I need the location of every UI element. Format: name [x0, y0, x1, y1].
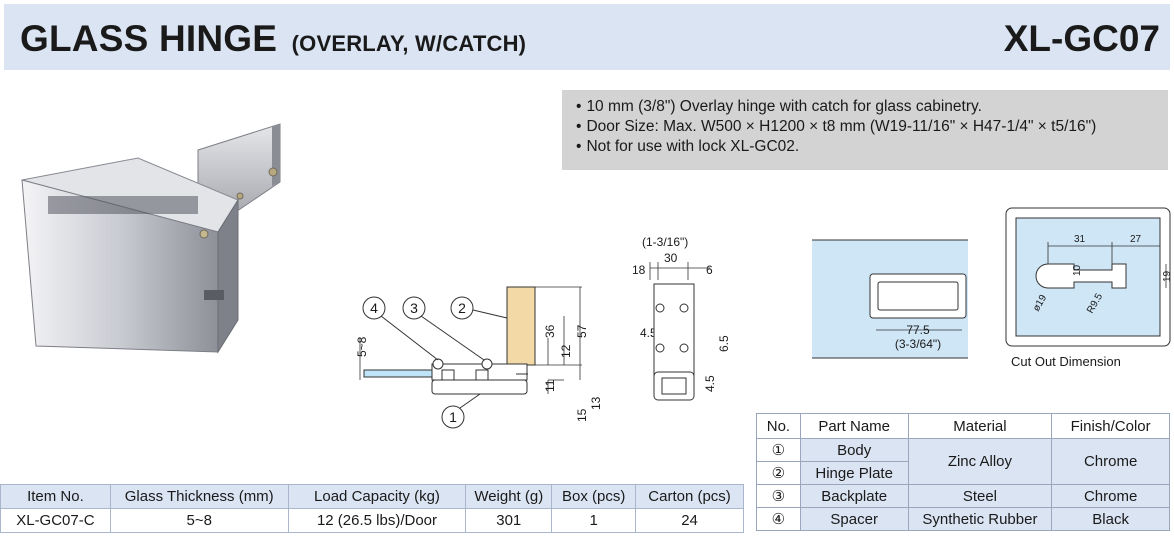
feature-item: 10 mm (3/8") Overlay hinge with catch fo… [576, 97, 1168, 117]
dim-glass-thickness: 5~8 [355, 336, 369, 357]
dim-11: 11 [543, 379, 557, 392]
side-section-drawing: 4 3 2 1 5~8 36 12 57 11 15 13 [355, 286, 600, 429]
dim-6: 6 [706, 263, 713, 277]
table-header-row: Item No. Glass Thickness (mm) Load Capac… [0, 484, 744, 509]
dim-13: 13 [589, 396, 600, 410]
cell-load-capacity: 12 (26.5 lbs)/Door [287, 508, 467, 533]
page-subtitle: (OVERLAY, W/CATCH) [291, 31, 527, 56]
cell-item-no: XL-GC07-C [0, 508, 111, 533]
dim-width-inch: (1-3/16") [642, 235, 688, 249]
title-text: GLASS HINGE [20, 18, 278, 59]
dim-4-5-bottom: 4.5 [703, 375, 717, 392]
dim-19: 19 [1162, 270, 1172, 282]
glass-panel-shape [363, 369, 433, 378]
front-view-drawing: (1-3/16") 18 30 6 4.5 6.5 4.5 [632, 235, 731, 401]
cell-no: ② [756, 461, 801, 485]
cell-part-name: Spacer [799, 507, 909, 531]
col-carton: Carton (pcs) [635, 484, 744, 509]
item-spec-table: Item No. Glass Thickness (mm) Load Capac… [0, 484, 744, 533]
table-header-row: No. Part Name Material Finish/Color [756, 413, 1170, 439]
cell-finish: Black [1051, 507, 1170, 531]
col-material: Material [907, 413, 1053, 439]
callout-2 [450, 296, 474, 320]
table-row: ④ Spacer Synthetic Rubber Black [756, 507, 1170, 531]
cell-box: 1 [551, 508, 637, 533]
col-finish: Finish/Color [1051, 413, 1170, 439]
col-part-name: Part Name [799, 413, 909, 439]
cell-no: ③ [756, 484, 801, 508]
cutout-drawing: 31 27 10 19 ø19 R9.5 [1005, 207, 1172, 347]
callout-2-label: 2 [458, 300, 466, 316]
cell-material: Steel [907, 484, 1053, 508]
parts-table: No. Part Name Material Finish/Color ① Bo… [756, 413, 1170, 531]
dim-15: 15 [575, 408, 589, 422]
callout-4-label: 4 [370, 300, 378, 316]
feature-item: Door Size: Max. W500 × H1200 × t8 mm (W1… [576, 117, 1168, 137]
feature-item: Not for use with lock XL-GC02. [576, 137, 1168, 157]
backplate-shape [506, 286, 536, 366]
callout-3 [402, 296, 426, 320]
cell-no: ④ [756, 507, 801, 531]
glass-topview-drawing: 77.5 (3-3/64") [812, 239, 968, 359]
dim-36: 36 [543, 324, 557, 338]
cell-finish: Chrome [1051, 484, 1170, 508]
dim-12: 12 [559, 344, 573, 358]
table-row: XL-GC07-C 5~8 12 (26.5 lbs)/Door 301 1 2… [0, 508, 744, 533]
cell-finish: Chrome [1051, 438, 1170, 485]
col-glass-thickness: Glass Thickness (mm) [109, 484, 289, 509]
col-box: Box (pcs) [551, 484, 637, 509]
product-photo [21, 123, 281, 354]
callout-3-label: 3 [410, 300, 418, 316]
header-banner: GLASS HINGE (OVERLAY, W/CATCH) XL-GC07 [4, 4, 1170, 70]
col-load-capacity: Load Capacity (kg) [287, 484, 467, 509]
dim-6-5: 6.5 [717, 335, 731, 352]
cell-carton: 24 [635, 508, 744, 533]
cell-part-name: Body [799, 438, 909, 462]
dim-30: 30 [664, 251, 678, 265]
cutout-label: Cut Out Dimension [1011, 354, 1121, 369]
dim-77-5-inch: (3-3/64") [895, 337, 941, 351]
callout-4 [362, 296, 386, 320]
cell-material: Zinc Alloy [907, 438, 1053, 485]
page-title: GLASS HINGE (OVERLAY, W/CATCH) [20, 18, 526, 60]
dim-4-5-top: 4.5 [640, 326, 657, 340]
table-row: ③ Backplate Steel Chrome [756, 484, 1170, 508]
col-item-no: Item No. [0, 484, 111, 509]
dim-27: 27 [1130, 234, 1142, 245]
features-box: 10 mm (3/8") Overlay hinge with catch fo… [562, 90, 1168, 170]
cell-glass-thickness: 5~8 [109, 508, 289, 533]
cell-part-name: Hinge Plate [799, 461, 909, 485]
col-weight: Weight (g) [465, 484, 553, 509]
callout-1-label: 1 [449, 409, 457, 425]
cell-no: ① [756, 438, 801, 462]
dim-77-5: 77.5 [906, 323, 930, 337]
dim-18: 18 [632, 263, 646, 277]
cell-part-name: Backplate [799, 484, 909, 508]
col-no: No. [756, 413, 801, 439]
table-row: ② Hinge Plate [756, 461, 1170, 485]
dim-10: 10 [1072, 264, 1083, 276]
cell-material: Synthetic Rubber [907, 507, 1053, 531]
cell-weight: 301 [465, 508, 553, 533]
table-row: ① Body Zinc Alloy Chrome [756, 438, 1170, 485]
model-number: XL-GC07 [1003, 18, 1160, 59]
callout-1 [441, 405, 465, 429]
dim-31: 31 [1074, 234, 1086, 245]
dim-57: 57 [575, 324, 589, 338]
